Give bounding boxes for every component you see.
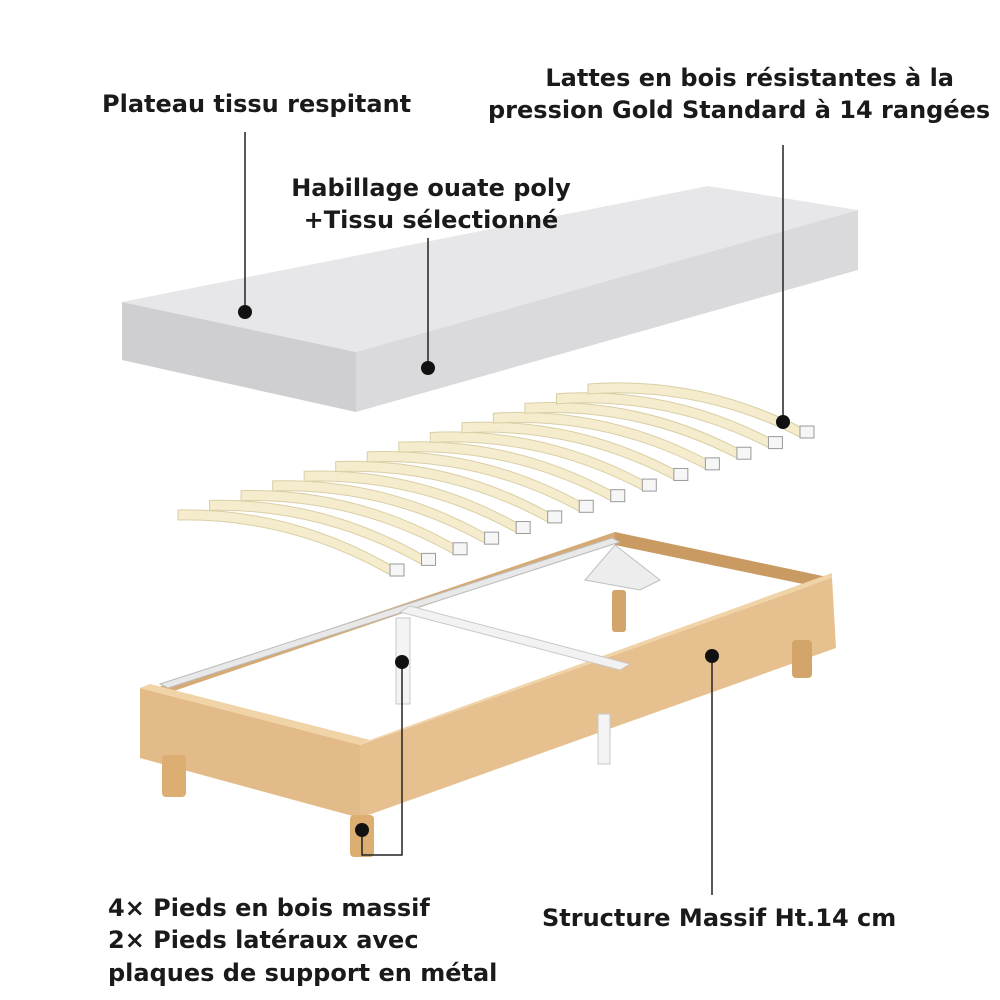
slat-end-cap xyxy=(673,467,689,481)
dot-structure xyxy=(705,649,719,663)
label-plateau-text: Plateau tissu respitant xyxy=(102,90,412,118)
slat-end-cap xyxy=(736,446,752,460)
label-pieds-line3: plaques de support en métal xyxy=(108,958,498,987)
label-habillage: Habillage ouate poly +Tissu sélectionné xyxy=(286,172,576,237)
slat-end-cap xyxy=(452,542,468,556)
label-plateau: Plateau tissu respitant xyxy=(102,88,411,120)
wood-leg-back-mid xyxy=(612,590,626,632)
callout-dots xyxy=(238,305,790,837)
dot-pieds-metal xyxy=(395,655,409,669)
wooden-slat xyxy=(177,509,393,577)
slat-end-cap xyxy=(641,478,657,492)
label-pieds: 4× Pieds en bois massif 2× Pieds latérau… xyxy=(108,892,497,989)
label-structure: Structure Massif Ht.14 cm xyxy=(542,902,896,934)
label-lattes: Lattes en bois résistantes à la pression… xyxy=(488,62,991,127)
frame-front-rail xyxy=(360,578,836,818)
metal-rail xyxy=(158,537,622,689)
slat-end-cap xyxy=(421,552,437,566)
mattress-side-face xyxy=(356,210,858,412)
slat-end-cap xyxy=(704,457,720,471)
leader-pieds xyxy=(361,662,403,856)
label-pieds-line1: 4× Pieds en bois massif xyxy=(108,894,430,922)
wood-leg-front-left xyxy=(162,755,186,797)
frame-right-inner xyxy=(615,532,832,590)
callout-leaders xyxy=(244,132,784,895)
slat-end-cap xyxy=(547,510,563,524)
label-habillage-line2: +Tissu sélectionné xyxy=(303,206,559,235)
label-structure-text: Structure Massif Ht.14 cm xyxy=(542,904,897,932)
dot-lattes xyxy=(776,415,790,429)
mattress-front-face xyxy=(122,302,356,412)
label-habillage-line1: Habillage ouate poly xyxy=(291,174,571,202)
mattress-top-face xyxy=(122,186,858,352)
label-lattes-line1: Lattes en bois résistantes à la xyxy=(545,64,954,92)
slat-end-cap xyxy=(610,489,626,503)
label-pieds-line2: 2× Pieds latéraux avec xyxy=(108,926,419,955)
bed-frame xyxy=(140,532,836,857)
mattress-topper xyxy=(122,186,858,412)
label-lattes-line2: pression Gold Standard à 14 rangées xyxy=(488,96,991,125)
metal-corner-bracket xyxy=(584,544,661,591)
slat-end-cap xyxy=(799,425,815,439)
dot-plateau xyxy=(238,305,252,319)
wooden-slats xyxy=(177,382,815,577)
slat-end-cap xyxy=(515,521,531,535)
metal-leg-right xyxy=(597,713,611,765)
frame-top-edge xyxy=(140,684,370,745)
dot-habillage xyxy=(421,361,435,375)
wood-leg-back-right xyxy=(792,640,812,678)
slat-end-cap xyxy=(389,563,405,577)
slat-end-cap xyxy=(578,499,594,513)
metal-center-bar xyxy=(398,605,632,671)
slat-end-cap xyxy=(484,531,500,545)
frame-left-end xyxy=(140,688,360,818)
slat-end-cap xyxy=(767,436,783,450)
dot-pieds-wood xyxy=(355,823,369,837)
